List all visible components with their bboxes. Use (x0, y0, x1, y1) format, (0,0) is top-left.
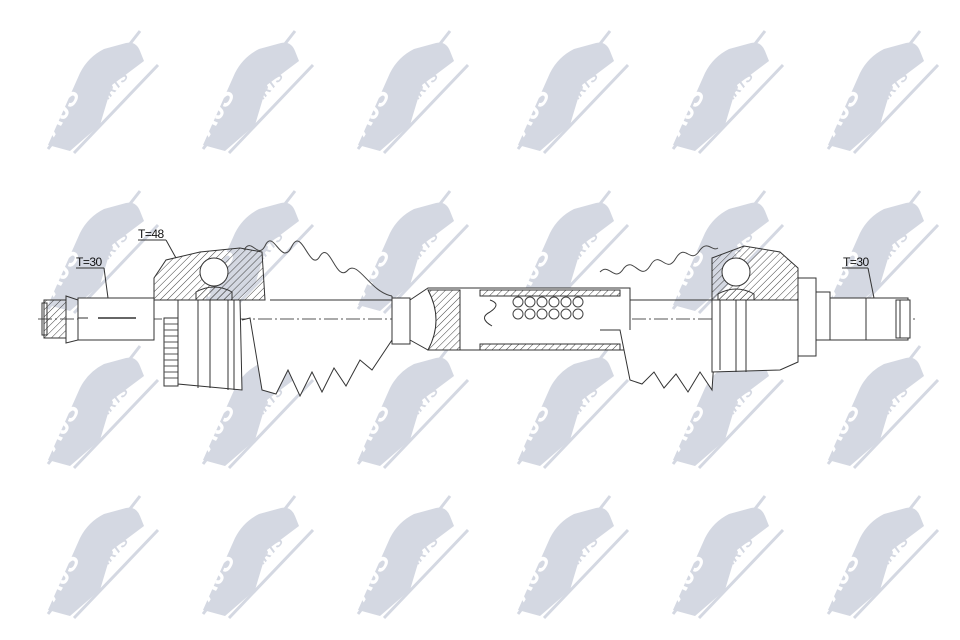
right-thread-label: T=30 (843, 255, 869, 269)
left-thread-label: T=30 (76, 255, 102, 269)
outer-joint-label: T=48 (138, 227, 164, 241)
